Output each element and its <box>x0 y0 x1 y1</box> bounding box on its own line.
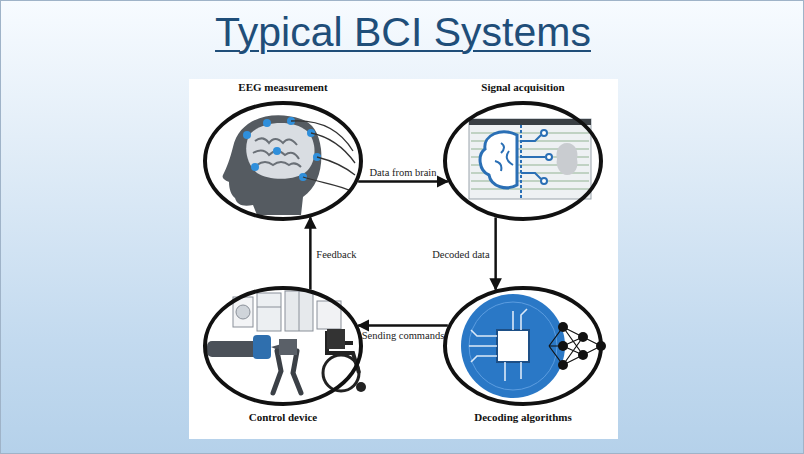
ellipse-outline <box>443 286 603 406</box>
stage-ellipse: Signal acquisition <box>443 101 603 221</box>
ellipse-border <box>205 288 361 404</box>
stage-label: Decoding algorithms <box>403 411 643 423</box>
flow-arrow <box>358 324 448 327</box>
flow-arrow <box>358 180 448 183</box>
head-illustration <box>223 115 355 215</box>
ellipse-outline <box>203 286 363 406</box>
arrow-label: Feedback <box>316 248 356 259</box>
slide-title: Typical BCI Systems <box>1 9 804 56</box>
arrow-label: Data from brain <box>369 166 436 177</box>
flow-arrow <box>309 217 312 289</box>
signal-screen-illustration <box>469 119 591 199</box>
arrow-label: Sending commands <box>362 330 445 341</box>
stage-ellipse: Decoding algorithms <box>443 286 603 406</box>
stage-ellipse: Control device <box>203 286 363 406</box>
stage-label: Control device <box>163 411 403 423</box>
ellipse-outline <box>203 101 363 221</box>
stage-label: EEG measurement <box>163 81 403 93</box>
stage-ellipse: EEG measurement <box>203 101 363 221</box>
ellipse-border <box>205 103 361 219</box>
arrow-label: Decoded data <box>432 248 489 259</box>
ellipse-outline <box>443 101 603 221</box>
ellipse-border <box>445 103 601 219</box>
ellipse-border <box>445 288 601 404</box>
flow-arrow <box>494 217 497 289</box>
stage-label: Signal acquisition <box>403 81 643 93</box>
